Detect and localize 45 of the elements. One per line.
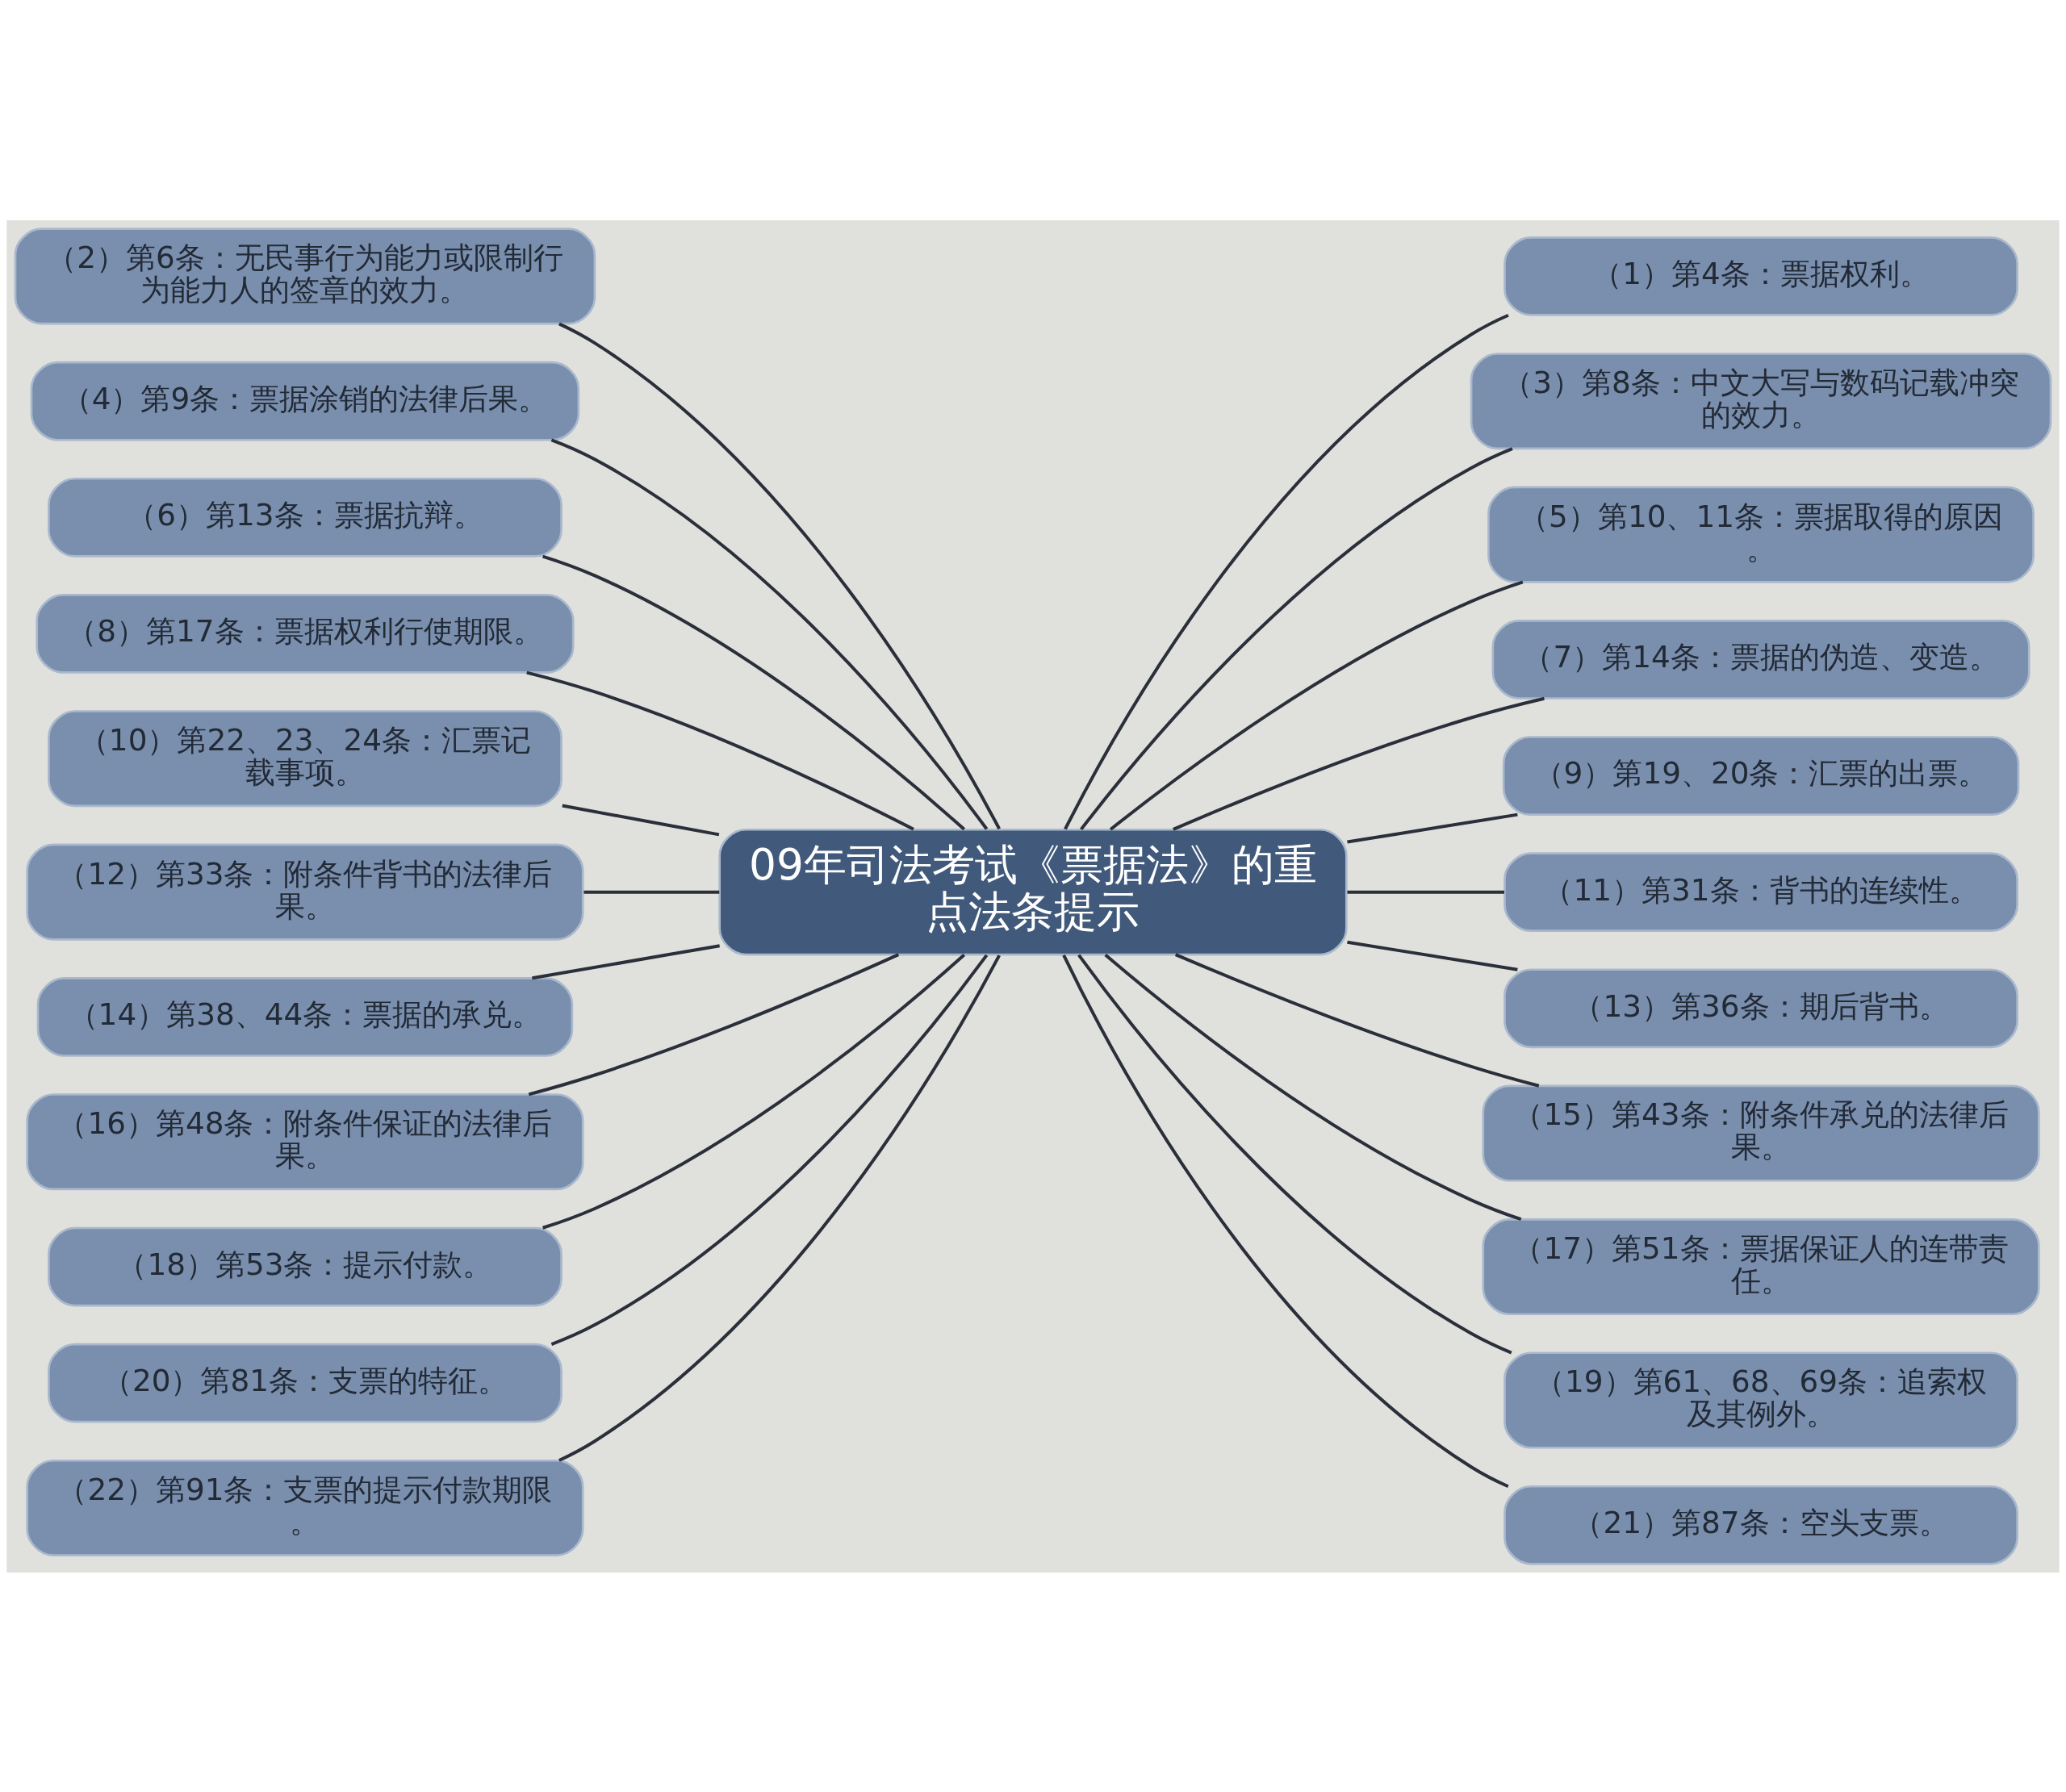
connector [1064, 313, 1509, 830]
node-box: （19）第61、68、69条：追索权及其例外。 [1503, 1351, 2018, 1449]
connector [583, 890, 720, 894]
connector [1347, 890, 1504, 894]
node-box: （21）第87条：空头支票。 [1503, 1485, 2018, 1565]
connector [1077, 953, 1512, 1354]
node-box: （13）第36条：期后背书。 [1503, 967, 2018, 1048]
node-box: 09年司法考试《票据法》的重点法条提示 [718, 828, 1348, 955]
connector [1109, 580, 1524, 831]
connector [526, 670, 914, 830]
connector [562, 804, 720, 836]
node-box: （2）第6条：无民事行为能力或限制行为能力人的签章的效力。 [14, 227, 596, 324]
connector [532, 943, 720, 980]
node-box: （4）第9条：票据涂销的法律后果。 [30, 361, 580, 441]
node-box: （10）第22、23、24条：汇票记载事项。 [48, 709, 563, 807]
node-box: （22）第91条：支票的提示付款期限。 [26, 1459, 584, 1556]
node-box: （3）第8条：中文大写与数码记载冲突的效力。 [1470, 352, 2052, 449]
node-box: （7）第14条：票据的伪造、变造。 [1491, 619, 2030, 700]
node-box: （9）第19、20条：汇票的出票。 [1502, 735, 2020, 816]
node-box: （12）第33条：附条件背书的法律后果。 [26, 843, 584, 941]
node-box: （15）第43条：附条件承兑的法律后果。 [1482, 1084, 2040, 1182]
connector [1080, 446, 1513, 830]
connector [1062, 954, 1509, 1488]
node-box: （17）第51条：票据保证人的连带责任。 [1482, 1218, 2040, 1315]
connector [1174, 952, 1540, 1088]
connector [1104, 953, 1522, 1221]
connector [550, 437, 989, 830]
connector [1173, 696, 1545, 831]
node-box: （11）第31条：背书的连续性。 [1503, 851, 2018, 932]
node-box: （8）第17条：票据权利行使期限。 [36, 593, 575, 674]
connector [558, 322, 1001, 829]
node-box: （14）第38、44条：票据的承兑。 [36, 976, 574, 1057]
node-box: （16）第48条：附条件保证的法律后果。 [26, 1092, 584, 1190]
node-box: （20）第81条：支票的特征。 [48, 1343, 563, 1422]
connector [542, 953, 965, 1230]
node-box: （18）第53条：提示付款。 [48, 1226, 563, 1306]
connector [558, 954, 1001, 1462]
node-box: （5）第10、11条：票据取得的原因。 [1487, 486, 2035, 583]
connector [550, 954, 989, 1346]
connector [1347, 940, 1518, 971]
node-box: （1）第4条：票据权利。 [1503, 236, 2018, 316]
connector [528, 952, 900, 1096]
connector [1347, 812, 1518, 843]
connector [542, 554, 965, 830]
node-box: （6）第13条：票据抗辩。 [48, 477, 563, 558]
